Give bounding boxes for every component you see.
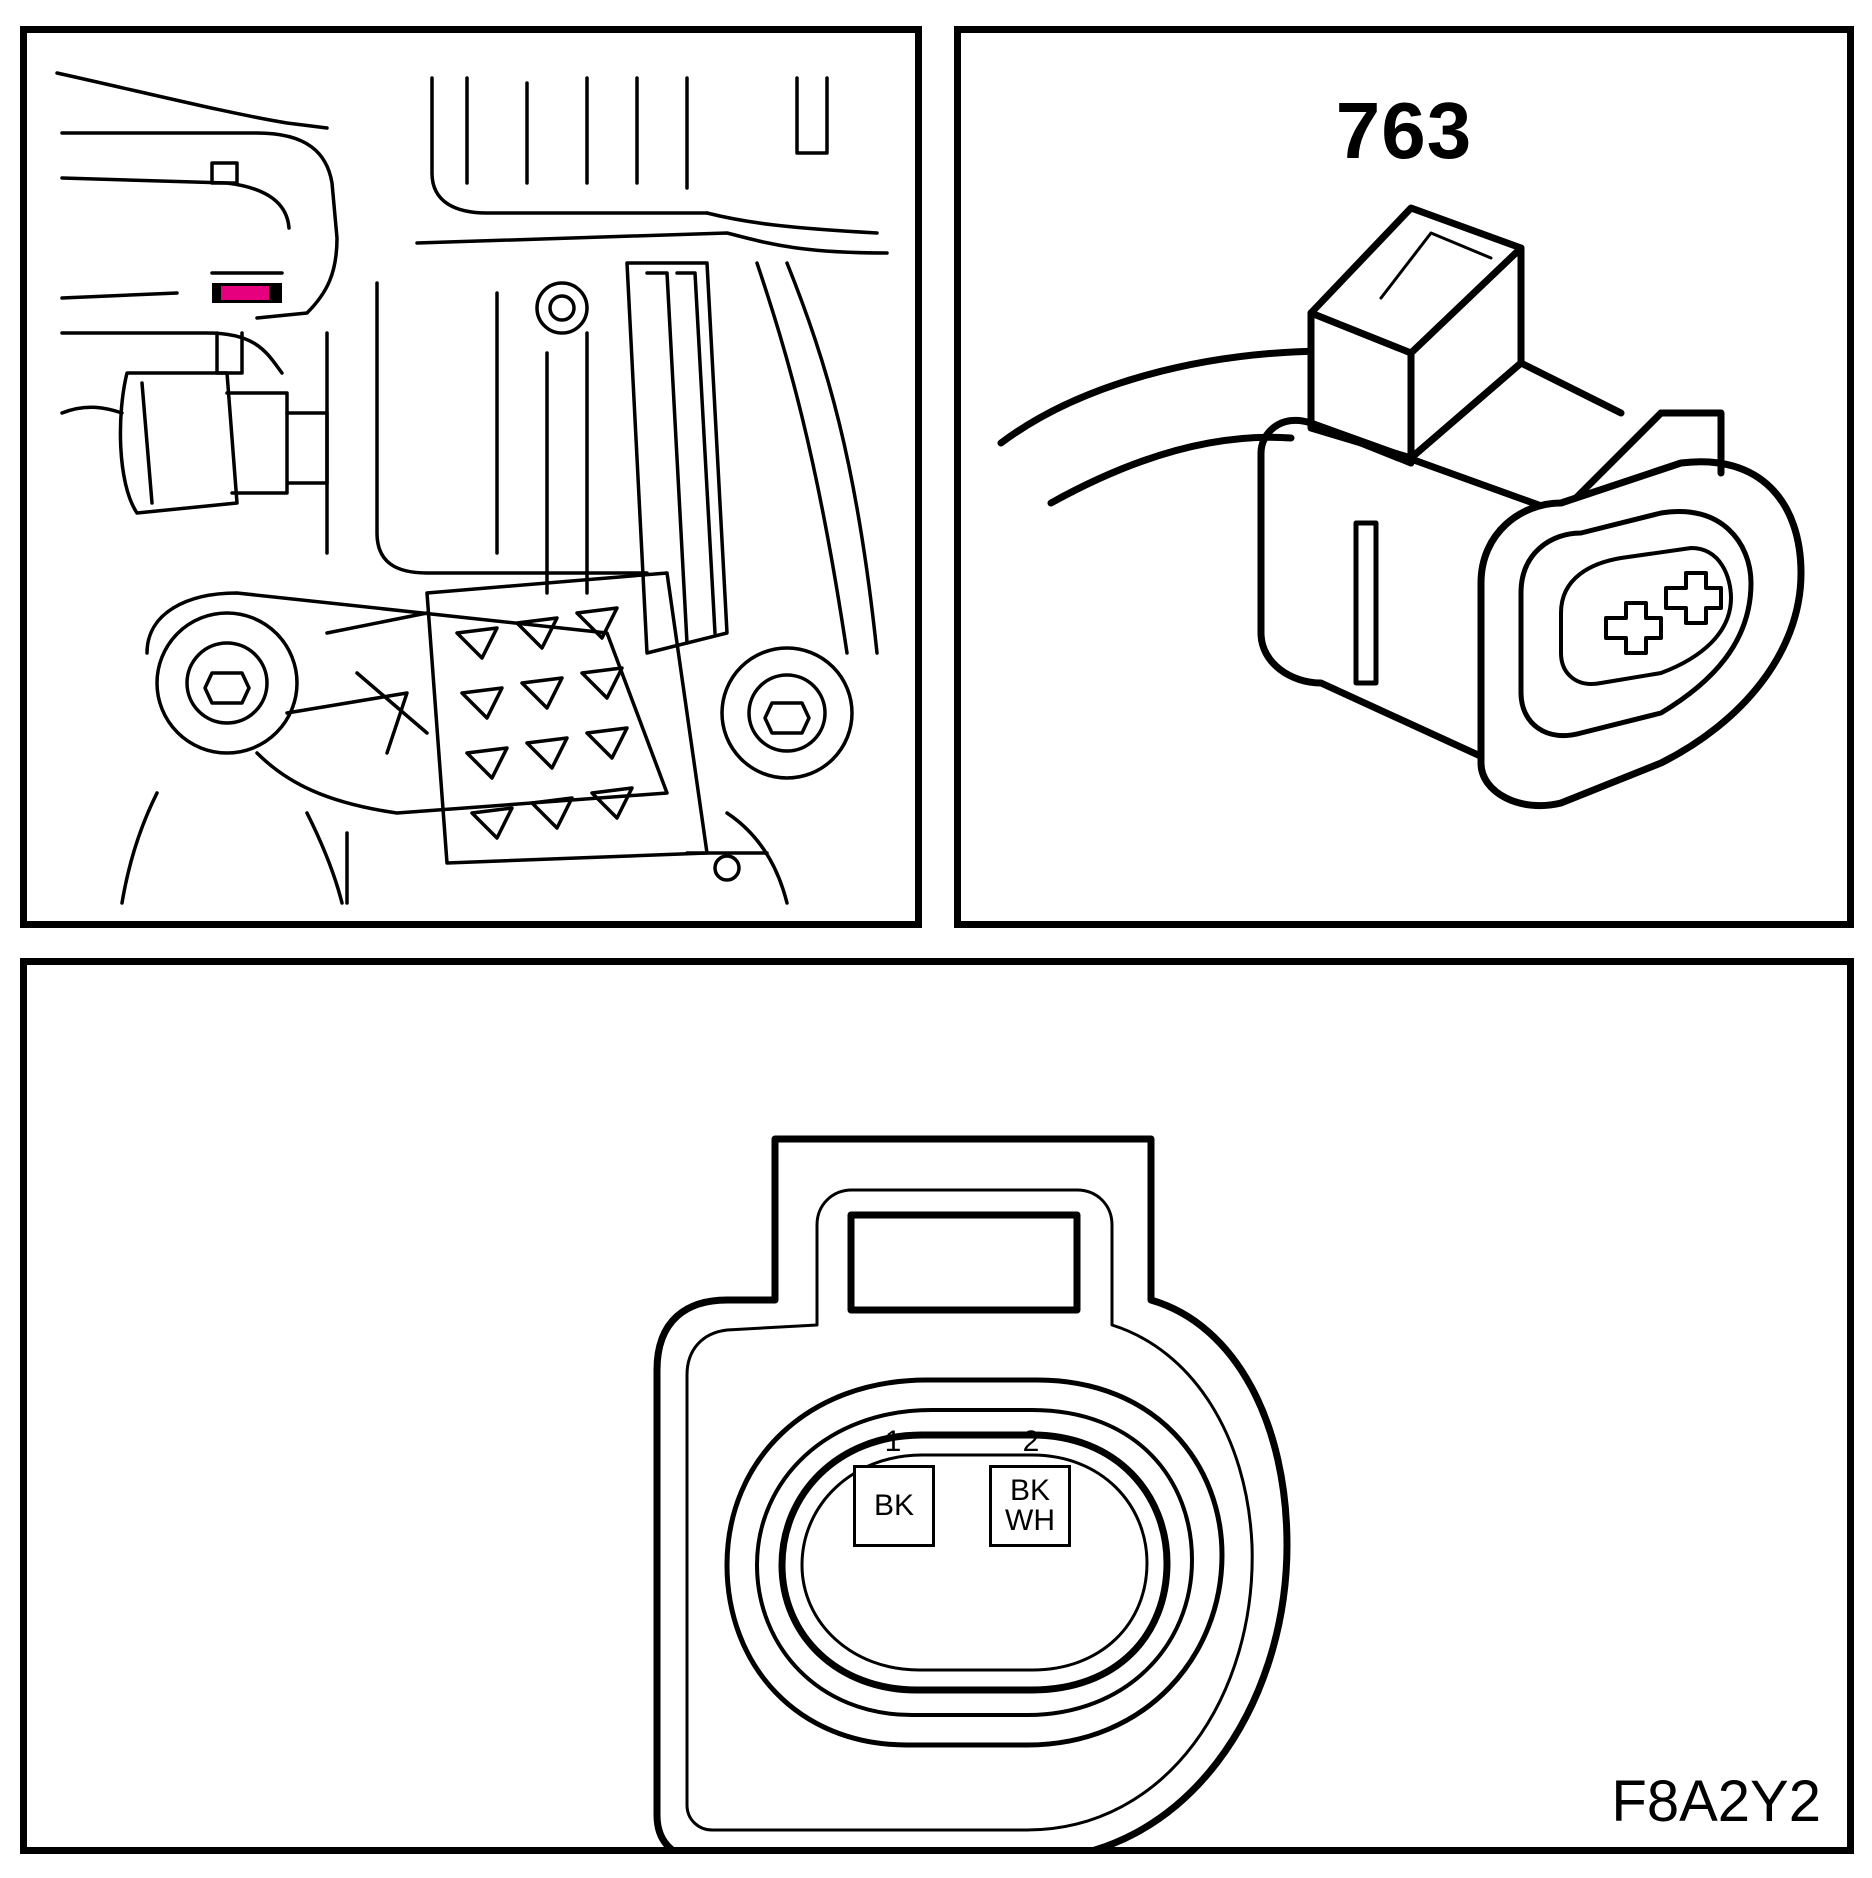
terminal-1 [1604,601,1663,655]
wire-1 [997,347,1325,447]
connector-outline [653,1135,1291,1847]
connector-view-panel: 763 [954,26,1854,928]
pin-1-cavity: BK [853,1465,935,1547]
location-drawing [55,71,889,905]
pin-1-number: 1 [884,1425,902,1458]
pinout-drawing [653,1135,1291,1847]
pin-2-cavity: BK WH [989,1465,1071,1547]
pin-2-number: 2 [1022,1425,1040,1458]
pinout-panel: 1 BK 2 BK WH F8A2Y2 [20,958,1854,1854]
wire-2 [1047,433,1295,507]
connector-drawing [997,204,1805,810]
terminal-2 [1664,571,1723,625]
figure-code-label: F8A2Y2 [1611,1769,1821,1834]
connector-id-label: 763 [1335,86,1473,175]
location-view-panel [20,26,922,928]
latch-window [847,1211,1081,1314]
highlight-marker [221,286,269,300]
